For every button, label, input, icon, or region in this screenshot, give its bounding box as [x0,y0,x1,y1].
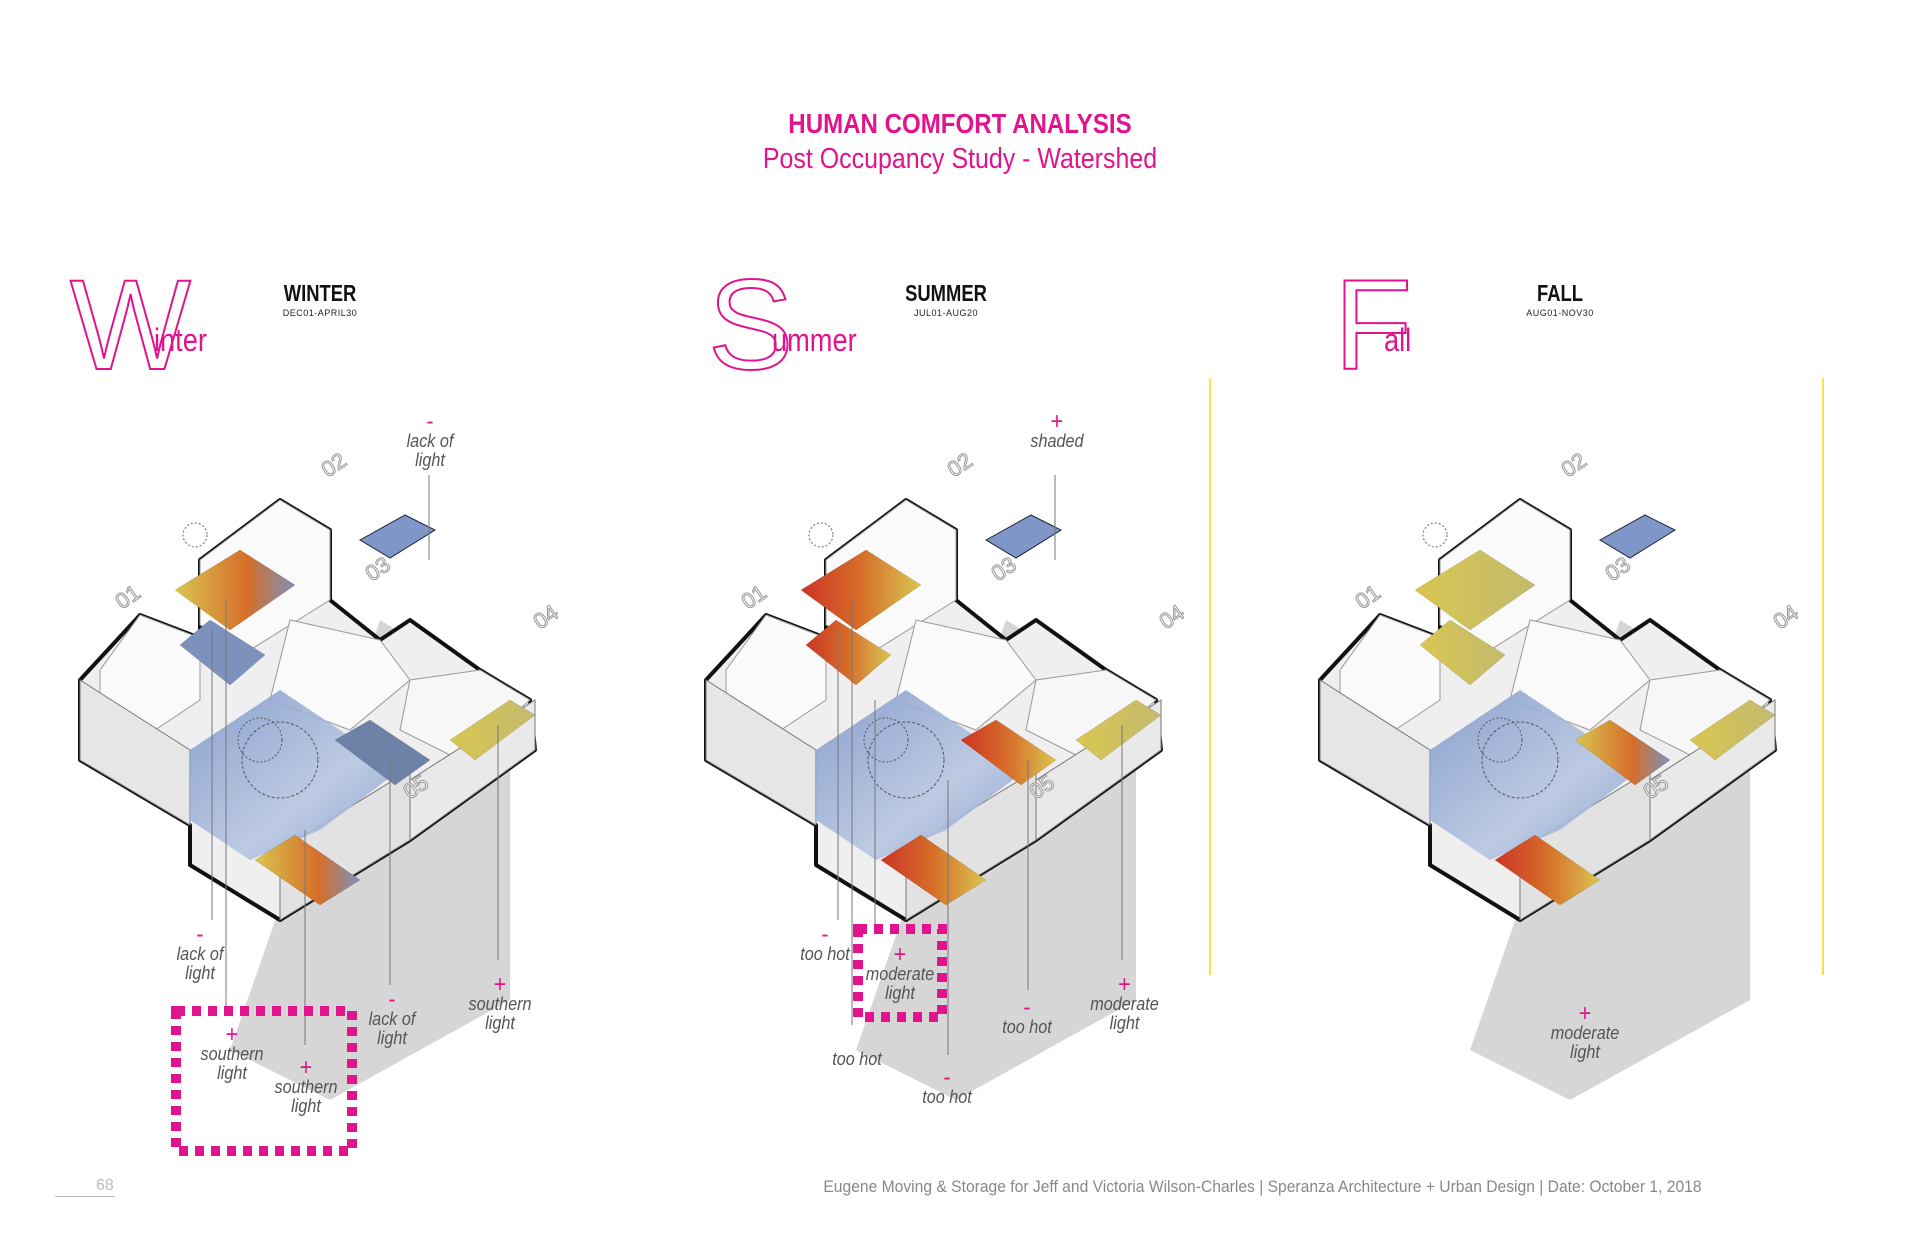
winter-building-diagram [78,498,537,1102]
room-label: 02 [1557,448,1591,483]
room-label: 04 [529,600,563,635]
winter-word: inter [154,322,207,358]
fall-date-range: AUG01-NOV30 [1526,308,1594,318]
winter-annotation: -lack of light [406,408,454,470]
winter-annotation: -lack of light [176,921,224,983]
room-label: 02 [317,448,351,483]
summer-season-title: SUMMER [905,280,987,306]
summer-annotation: -too hot [800,921,850,964]
page-subtitle: Post Occupancy Study - Watershed [762,143,1158,175]
fall-season-title: FALL [1537,280,1583,306]
winter-annotation: -lack of light [368,986,416,1048]
room-label: 01 [111,580,145,615]
summer-date-range: JUL01-AUG20 [913,308,979,318]
page-number: 68 [96,1177,114,1194]
summer-annotation: -too hot [922,1064,972,1107]
footer-credits: Eugene Moving & Storage for Jeff and Vic… [823,1177,1702,1196]
page-title: HUMAN COMFORT ANALYSIS [788,108,1132,139]
fall-building-diagram [1318,498,1777,1102]
room-label: 01 [1351,580,1385,615]
summer-annotation: too hot [832,1049,882,1069]
fall-word: all [1384,322,1412,358]
summer-annotation: +moderate light [1090,971,1159,1033]
summer-big-letter: S [707,254,794,397]
winter-annotation: +southern light [274,1054,338,1116]
summer-annotation: +moderate light [865,941,935,1003]
winter-annotation: +southern light [200,1021,264,1083]
summer-annotation: -too hot [1002,994,1052,1037]
fall-annotation: +moderate light [1550,1000,1620,1062]
summer-annotation: +shaded [1030,408,1084,451]
winter-big-letter: W [69,254,192,397]
room-label: 04 [1769,600,1803,635]
room-label: 02 [943,448,977,483]
fall-big-letter: F [1333,254,1413,397]
room-label: 04 [1155,600,1189,635]
winter-season-title: WINTER [283,280,357,306]
winter-annotation: +southern light [468,971,532,1033]
summer-building-diagram [704,498,1163,1102]
summer-word: ummer [772,322,857,358]
winter-date-range: DEC01-APRIL30 [282,308,358,318]
room-label: 01 [737,580,771,615]
page-number-rule [55,1196,115,1197]
